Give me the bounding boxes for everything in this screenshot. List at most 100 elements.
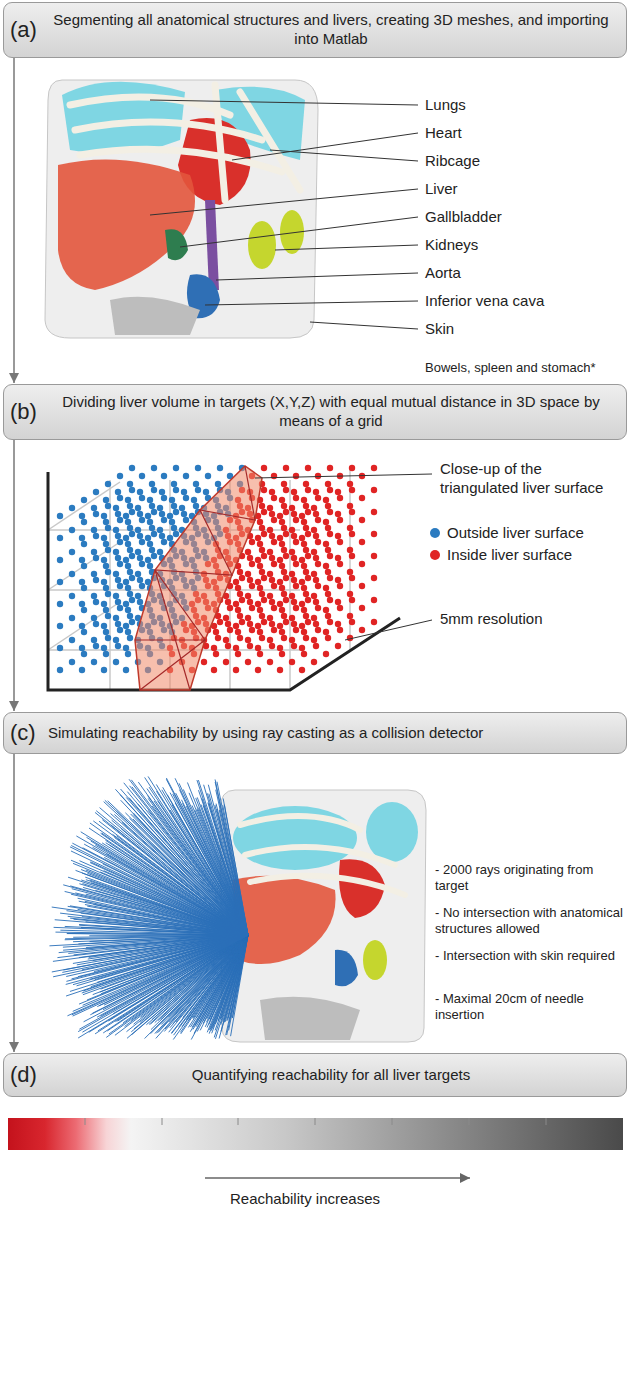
target-point	[103, 585, 109, 591]
target-point	[93, 489, 99, 495]
target-point	[323, 541, 329, 547]
target-point	[293, 627, 299, 633]
target-point	[101, 667, 107, 673]
ray	[175, 778, 248, 935]
target-point	[271, 539, 277, 545]
target-point	[227, 627, 233, 633]
target-point	[311, 549, 317, 555]
target-point	[311, 593, 317, 599]
target-point	[301, 629, 307, 635]
torso-model	[245, 847, 395, 865]
target-point	[159, 511, 165, 517]
target-point	[271, 517, 277, 523]
target-point	[217, 465, 223, 471]
target-point	[277, 557, 283, 563]
target-point	[173, 509, 179, 515]
leader-line	[205, 301, 418, 305]
ray	[166, 778, 248, 935]
target-point	[115, 599, 121, 605]
target-point	[117, 561, 123, 567]
target-point	[91, 659, 97, 665]
target-point	[161, 495, 167, 501]
target-point	[299, 667, 305, 673]
target-point	[267, 659, 273, 665]
step-box: (d)Quantifying reachability for all live…	[3, 1053, 627, 1097]
target-point	[305, 575, 311, 581]
legend-row: Outside liver surface	[430, 524, 584, 541]
target-point	[69, 637, 75, 643]
ray	[215, 805, 248, 935]
target-point	[151, 487, 157, 493]
target-point	[179, 505, 185, 511]
target-point	[259, 591, 265, 597]
target-point	[57, 557, 63, 563]
target-point	[293, 473, 299, 479]
target-point	[281, 613, 287, 619]
target-point	[281, 481, 287, 487]
target-point	[113, 505, 119, 511]
target-point	[57, 667, 63, 673]
annotation: Close-up of the triangulated liver surfa…	[440, 460, 620, 498]
target-point	[291, 489, 297, 495]
target-point	[359, 561, 365, 567]
target-point	[303, 591, 309, 597]
grid-axes	[48, 602, 120, 650]
target-point	[303, 525, 309, 531]
target-point	[69, 527, 75, 533]
target-point	[271, 495, 277, 501]
target-point	[269, 577, 275, 583]
target-point	[103, 629, 109, 635]
target-point	[237, 635, 243, 641]
target-point	[193, 481, 199, 487]
target-point	[311, 527, 317, 533]
target-point	[117, 517, 123, 523]
target-point	[349, 509, 355, 515]
target-point	[337, 539, 343, 545]
target-point	[279, 607, 285, 613]
target-point	[117, 583, 123, 589]
target-point	[315, 583, 321, 589]
target-point	[173, 531, 179, 537]
reachability-colorbar	[392, 1118, 393, 1125]
target-point	[337, 627, 343, 633]
ray	[148, 776, 248, 935]
target-point	[371, 597, 377, 603]
grid-axes	[48, 542, 120, 590]
target-point	[305, 553, 311, 559]
target-point	[359, 605, 365, 611]
target-point	[69, 549, 75, 555]
ray	[49, 935, 248, 946]
legend-text: Outside liver surface	[447, 524, 584, 541]
target-point	[279, 629, 285, 635]
ray	[187, 783, 248, 935]
target-point	[257, 651, 263, 657]
target-point	[129, 553, 135, 559]
leader-line	[275, 245, 418, 250]
target-point	[277, 667, 283, 673]
target-point	[159, 489, 165, 495]
target-point	[81, 519, 87, 525]
target-point	[113, 637, 119, 643]
target-point	[195, 465, 201, 471]
target-point	[233, 645, 239, 651]
target-point	[269, 533, 275, 539]
ray	[53, 935, 248, 977]
target-point	[267, 527, 273, 533]
target-point	[129, 597, 135, 603]
target-point	[257, 519, 263, 525]
target-point	[271, 583, 277, 589]
target-point	[115, 533, 121, 539]
target-point	[123, 601, 129, 607]
target-point	[193, 503, 199, 509]
target-point	[249, 627, 255, 633]
target-point	[255, 623, 261, 629]
target-point	[311, 571, 317, 577]
target-point	[277, 535, 283, 541]
target-point	[245, 549, 251, 555]
target-point	[277, 579, 283, 585]
target-point	[171, 481, 177, 487]
target-point	[271, 605, 277, 611]
target-point	[279, 519, 285, 525]
torso-model	[45, 80, 318, 338]
target-point	[305, 597, 311, 603]
